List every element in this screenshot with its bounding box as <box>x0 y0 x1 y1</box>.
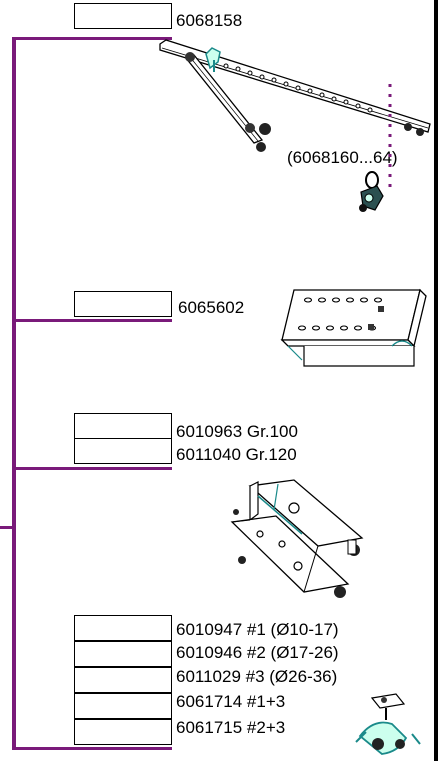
part-number-label: 6010946 #2 (Ø17-26) <box>176 643 339 662</box>
bracket-plate-icon <box>280 288 427 367</box>
part-number-box[interactable] <box>74 291 172 317</box>
clamp-icon <box>355 693 421 755</box>
part-number-box[interactable] <box>74 413 172 439</box>
beam-icon <box>159 39 431 190</box>
frame-adapter-icon <box>230 479 364 598</box>
part-number-label: 6061715 #2+3 <box>176 718 286 737</box>
part-number-label: 6011029 #3 (Ø26-36) <box>176 667 338 686</box>
bracket-branch-3 <box>12 467 172 470</box>
part-number-box[interactable] <box>74 3 172 29</box>
part-number-box[interactable] <box>74 693 172 719</box>
bracket-spine <box>12 37 16 750</box>
part-number-label: 6010947 #1 (Ø10-17) <box>176 620 339 639</box>
part-number-label: 6065602 <box>178 298 245 317</box>
part-number-box[interactable] <box>74 641 172 667</box>
part-number-label: 6061714 #1+3 <box>176 692 286 711</box>
bracket-stub <box>0 526 14 529</box>
part-number-box[interactable] <box>74 438 172 464</box>
bracket-branch-2 <box>12 319 172 322</box>
part-number-label: 6011040 Gr.120 <box>176 445 297 464</box>
part-number-label: 6010963 Gr.100 <box>176 422 298 441</box>
range-label: (6068160...64) <box>287 148 398 167</box>
bracket-branch-1 <box>12 37 172 40</box>
right-edge-border <box>434 0 438 761</box>
part-number-label: 6068158 <box>176 11 243 30</box>
part-number-box[interactable] <box>74 615 172 641</box>
part-number-box[interactable] <box>74 667 172 693</box>
part-number-box[interactable] <box>74 719 172 745</box>
shackle-icon <box>359 171 384 212</box>
bracket-branch-4 <box>12 747 172 750</box>
